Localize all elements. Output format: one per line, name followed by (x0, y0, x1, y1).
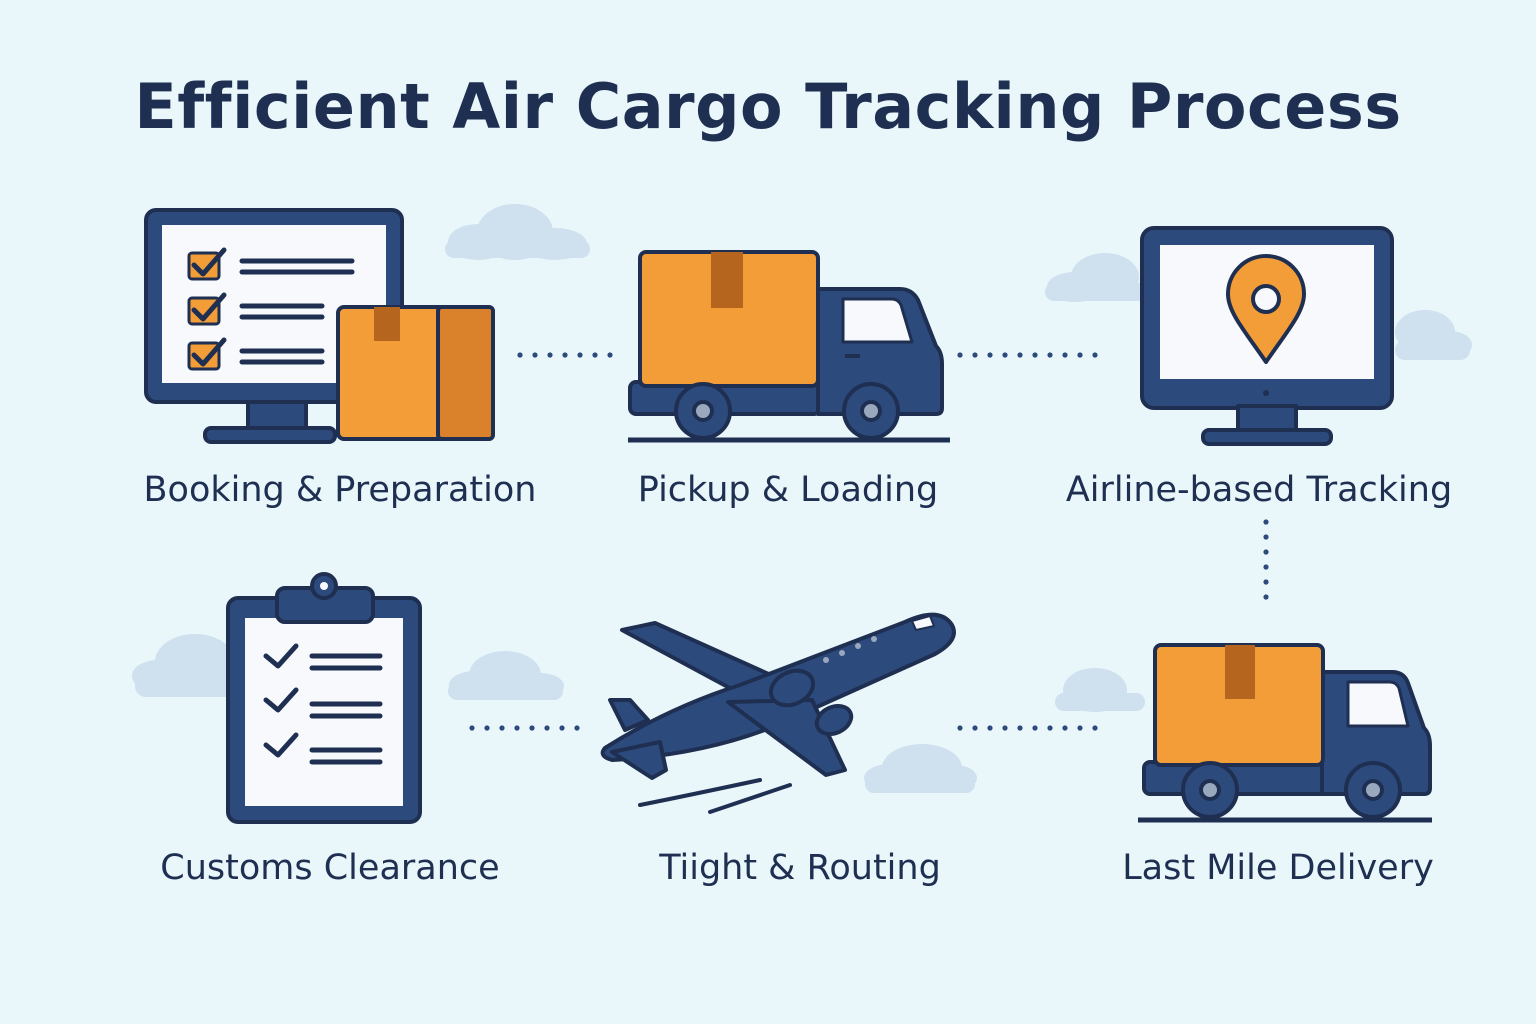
connector-5-6 (957, 725, 1098, 731)
monitor-checklist-box-icon (144, 208, 495, 444)
step-label-customs: Customs Clearance (160, 848, 500, 888)
cloud-icon (448, 651, 564, 700)
delivery-truck-icon (1138, 643, 1432, 823)
cloud-icon (1395, 310, 1472, 360)
clipboard-checklist-icon (226, 572, 422, 824)
monitor-location-pin-icon (1140, 226, 1394, 446)
step-label-last-mile: Last Mile Delivery (1122, 848, 1434, 888)
step-label-booking: Booking & Preparation (143, 470, 537, 510)
connector-3-6 (1263, 519, 1269, 600)
cloud-icon (1055, 668, 1145, 712)
step-label-pickup: Pickup & Loading (637, 470, 939, 510)
connector-2-3 (957, 352, 1098, 358)
page-title: Efficient Air Cargo Tracking Process (134, 70, 1402, 143)
connector-1-2 (517, 352, 613, 358)
cloud-icon (1045, 253, 1155, 302)
airplane-icon (600, 612, 956, 814)
step-label-routing: Tiight & Routing (659, 848, 941, 888)
cloud-icon (445, 204, 590, 260)
cloud-icon (864, 744, 977, 793)
connector-4-5 (469, 725, 580, 731)
truck-icon (628, 250, 950, 443)
step-label-airline-tracking: Airline-based Tracking (1065, 470, 1453, 510)
cloud-icon (132, 634, 235, 697)
